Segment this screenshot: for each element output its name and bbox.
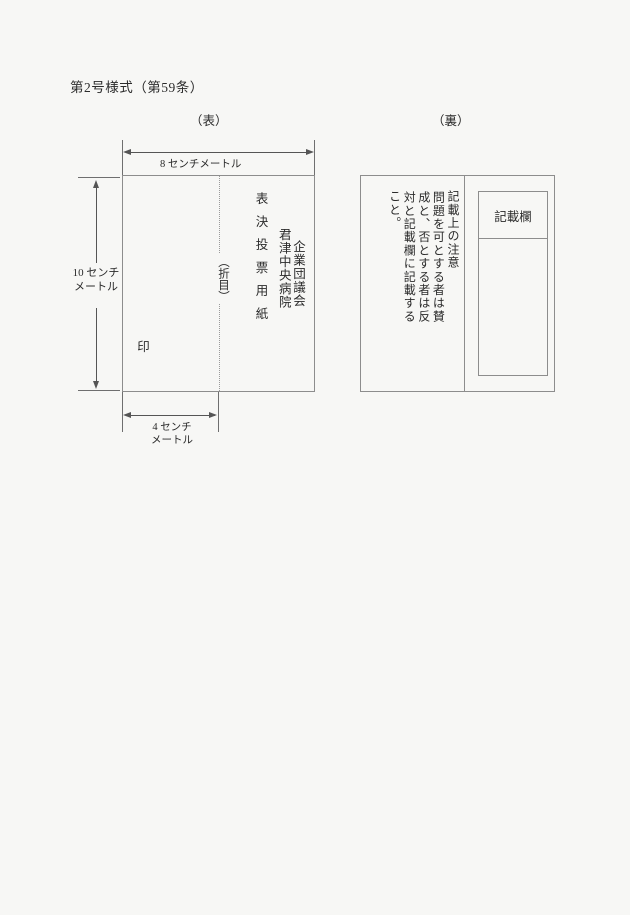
notice-text-column-2: 成と、否とする者は反 [416, 191, 431, 323]
entry-field-box: 記載欄 [478, 191, 548, 376]
dimension-line-height-upper [96, 186, 97, 263]
notice-text-column-4: こと。 [387, 190, 402, 230]
dimension-label-width-top: 8 センチメートル [160, 159, 242, 170]
extension-tick-top-left [78, 177, 120, 178]
hospital-name-column: 君津中央病院 [276, 228, 291, 309]
fold-line-label: （折目） [211, 254, 229, 304]
extension-tick-bottom-left [78, 390, 120, 391]
dimension-label-height-line2: メートル [74, 281, 118, 294]
notice-text-column-1: 問題を可とする者は賛 [431, 191, 446, 323]
arrow-left-icon [123, 412, 131, 418]
assembly-name-column: 企業団議会 [291, 240, 305, 308]
page-title: 第2号様式（第59条） [70, 80, 204, 95]
notice-vertical-text-group: 記載上の注意 問題を可とする者は賛 成と、否とする者は反 対と記載欄に記載する … [367, 190, 460, 385]
ballot-back-card: 記載上の注意 問題を可とする者は賛 成と、否とする者は反 対と記載欄に記載する … [360, 175, 555, 392]
back-card-divider [464, 176, 465, 391]
entry-field-body[interactable] [479, 239, 547, 375]
extension-line-bottom-fold [218, 392, 219, 432]
caption-front-side: （表） [190, 114, 228, 128]
dimension-label-height-left: 10 センチ メートル [60, 266, 132, 295]
seal-mark: 印 [135, 340, 149, 353]
front-vertical-text-group: 表決投票用紙 君津中央病院 企業団議会 [253, 192, 306, 382]
extension-line-top-left [122, 140, 123, 176]
dimension-line-height-lower [96, 308, 97, 383]
entry-field-header: 記載欄 [479, 192, 547, 239]
extension-line-bottom-left [122, 392, 123, 432]
dimension-line-width-top [126, 152, 311, 153]
ballot-front-card: （折目） 表決投票用紙 君津中央病院 企業団議会 印 [122, 175, 315, 392]
ballot-title-column: 表決投票用紙 [253, 192, 268, 330]
arrow-left-icon [123, 149, 131, 155]
arrow-right-icon [306, 149, 314, 155]
dimension-label-width-bottom: 4 センチ メートル [144, 421, 200, 447]
notice-text-column-3: 対と記載欄に記載する [402, 191, 417, 323]
dimension-label-width-bottom-line2: メートル [151, 435, 193, 447]
arrow-up-icon [93, 180, 99, 188]
dimension-line-width-bottom [126, 415, 215, 416]
arrow-down-icon [93, 381, 99, 389]
caption-back-side: （裏） [432, 114, 470, 128]
notice-heading-column: 記載上の注意 [446, 190, 460, 270]
arrow-right-icon [209, 412, 217, 418]
dimension-label-width-bottom-line1: 4 センチ [152, 422, 192, 433]
dimension-label-height-line1: 10 センチ [72, 267, 120, 279]
extension-line-top-right [314, 140, 315, 176]
